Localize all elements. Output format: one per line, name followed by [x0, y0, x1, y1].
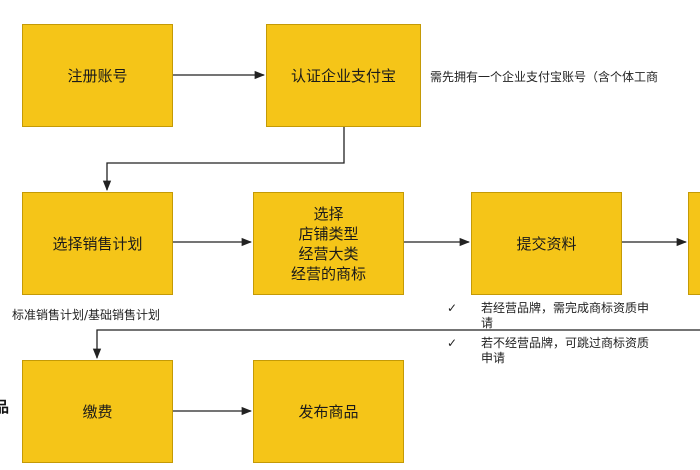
node-pay-label: 缴费 [82, 402, 113, 421]
node-select-details-line-1: 选择 [313, 204, 344, 223]
node-select-details-line-4: 经营的商标 [290, 264, 366, 283]
note-plan-types: 标准销售计划/基础销售计划 [12, 308, 161, 322]
arrow-offscreen-to-pay [92, 329, 700, 360]
note-brand-no-text: 若不经营品牌，可跳过商标资质申请 [481, 336, 650, 365]
note-alipay-requirement: 需先拥有一个企业支付宝账号（含个体工商 [430, 70, 659, 84]
node-publish-label: 发布商品 [298, 402, 359, 421]
edge-fragment-text: 品 [0, 398, 10, 416]
node-select-plan: 选择销售计划 [22, 192, 173, 295]
note-brand-yes-text: 若经营品牌，需完成商标资质申请 [481, 301, 650, 330]
node-select-details: 选择 店铺类型 经营大类 经营的商标 [253, 192, 404, 295]
arrow-verify-to-plan [102, 127, 345, 192]
check-mark-icon: ✓ [447, 336, 458, 350]
node-publish: 发布商品 [253, 360, 404, 463]
check-mark-icon: ✓ [447, 301, 458, 315]
node-submit-label: 提交资料 [516, 234, 577, 253]
node-offscreen-partial [688, 192, 700, 295]
node-verify-alipay: 认证企业支付宝 [266, 24, 421, 127]
node-select-plan-label: 选择销售计划 [52, 234, 143, 253]
node-verify-alipay-label: 认证企业支付宝 [290, 66, 396, 85]
node-register-label: 注册账号 [67, 66, 128, 85]
node-select-details-line-3: 经营大类 [298, 244, 359, 263]
node-register: 注册账号 [22, 24, 173, 127]
node-select-details-line-2: 店铺类型 [298, 224, 359, 243]
node-pay: 缴费 [22, 360, 173, 463]
node-submit: 提交资料 [471, 192, 622, 295]
